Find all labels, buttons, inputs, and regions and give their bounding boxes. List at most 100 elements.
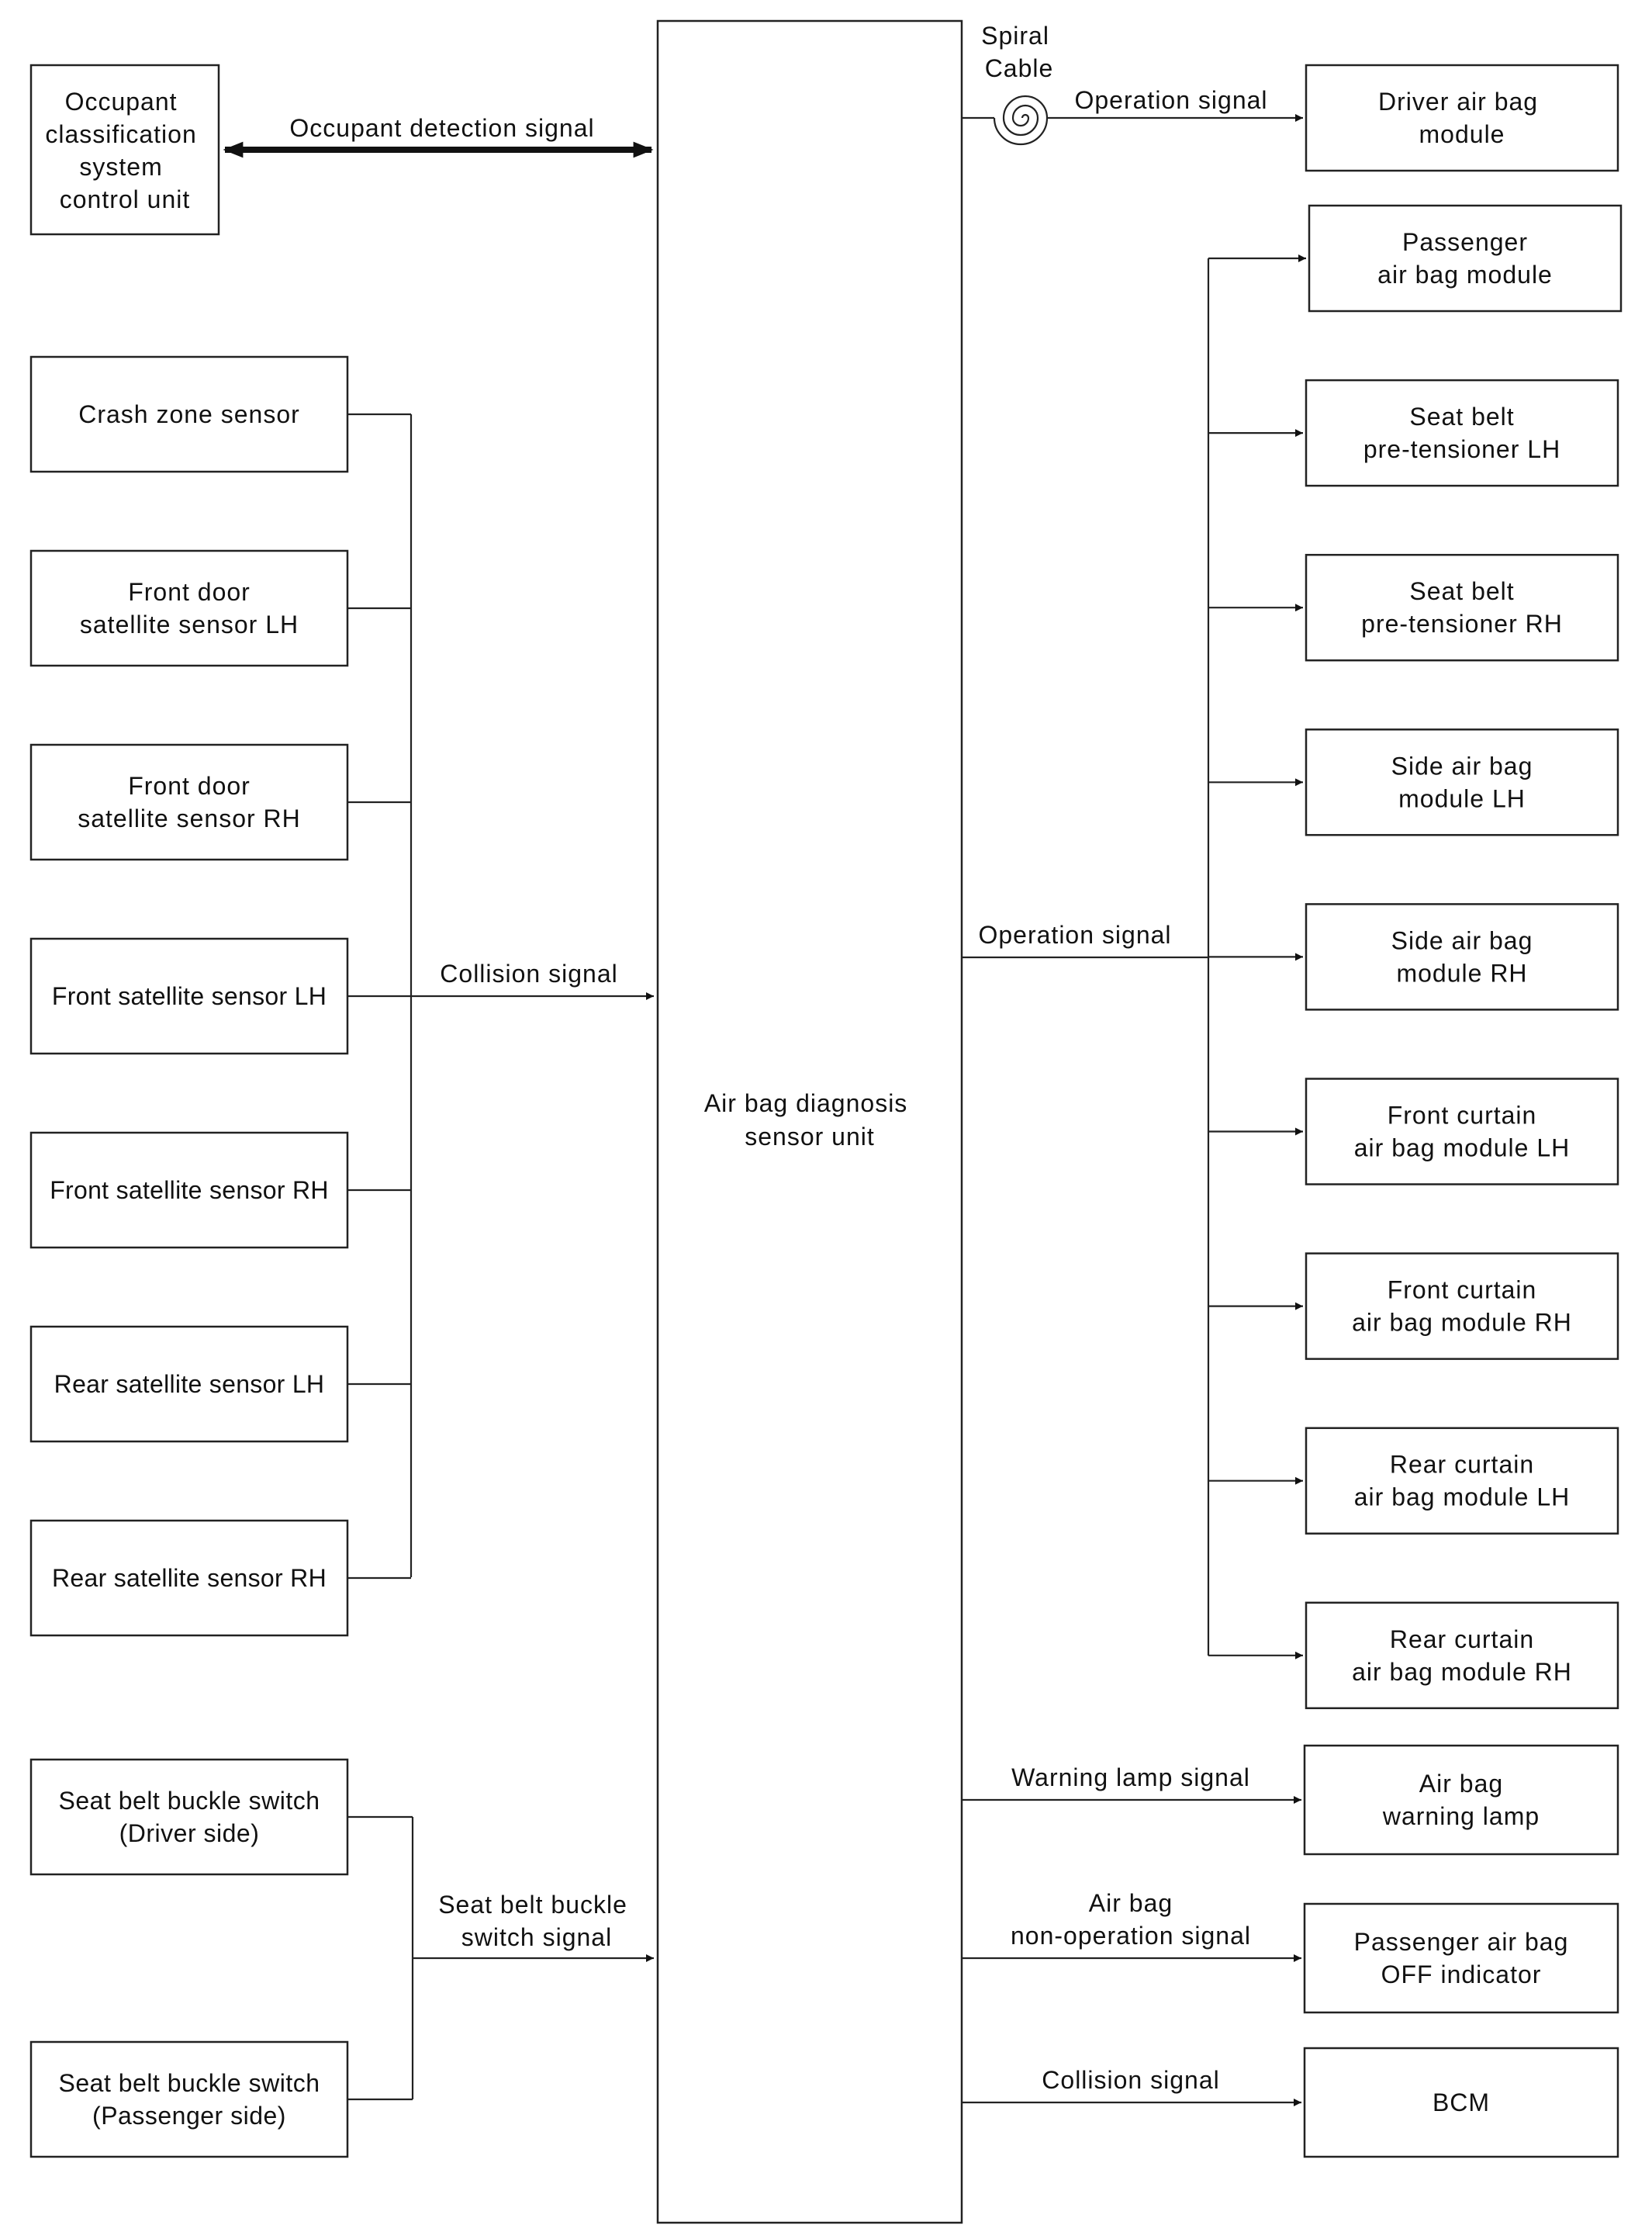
buckle-switch-signal-label: Seat belt buckle switch signal: [438, 1891, 635, 1951]
front-satellite-sensor-rh-box: [29, 1131, 349, 1249]
front-door-satellite-sensor-lh-line: satellite sensor LH: [80, 611, 299, 638]
rear-curtain-air-bag-module-rh-label: Rear curtain air bag module RH: [1352, 1625, 1572, 1686]
seat-belt-buckle-switch-driver-side-box: [29, 1758, 349, 1876]
front-door-satellite-sensor-rh-line: satellite sensor RH: [78, 805, 301, 832]
front-door-satellite-sensor-lh-label: Front door satellite sensor LH: [80, 578, 299, 638]
front-curtain-air-bag-module-rh-box: [1305, 1252, 1619, 1360]
rear-curtain-air-bag-module-rh-line: air bag module RH: [1352, 1658, 1572, 1686]
air-bag-diagnosis-sensor-unit-label: Air bag diagnosis sensor unit: [704, 1089, 915, 1151]
bcm-signal-label: Collision signal: [1042, 2066, 1219, 2094]
spiral-cable-line: Spiral: [981, 22, 1049, 50]
air-bag-warning-lamp-box: [1303, 1744, 1619, 1856]
seat-belt-buckle-switch-driver-side-label: Seat belt buckle switch (Driver side): [59, 1787, 320, 1847]
driver-module-line: module: [1419, 120, 1505, 148]
seat-belt-buckle-switch-passenger-side-label: Seat belt buckle switch(Passenger side): [59, 2069, 320, 2130]
seat-belt-buckle-switch-driver-side-line: (Driver side): [119, 1819, 260, 1847]
bcm-label: BCM: [1433, 2088, 1490, 2116]
buckle-signal-line: switch signal: [461, 1923, 612, 1951]
bcm-signal-line: Collision signal: [1042, 2066, 1219, 2094]
seat-belt-pre-tensioner-rh-line: Seat belt: [1409, 577, 1514, 605]
buckle-switch-group: Seat belt buckle switch(Driver side)Seat…: [29, 1758, 413, 2158]
occupant-classification-control-unit-box: [29, 64, 220, 236]
rear-curtain-air-bag-module-lh-box: [1305, 1427, 1619, 1535]
front-door-satellite-sensor-lh-box: [29, 549, 349, 667]
side-air-bag-module-lh-line: Side air bag: [1391, 752, 1533, 780]
air-bag-diagnosis-sensor-unit-box: [656, 19, 963, 2224]
crash-zone-sensor-line: Crash zone sensor: [78, 400, 300, 428]
crash-zone-sensor-box: [29, 355, 349, 473]
occupant-box-line: classification: [45, 120, 196, 148]
driver-module-line: Driver air bag: [1378, 88, 1538, 116]
occupant-box-line: system: [79, 153, 162, 181]
seat-belt-pre-tensioner-rh-label: Seat belt pre-tensioner RH: [1361, 577, 1563, 638]
bcm-box: [1303, 2047, 1619, 2158]
driver-air-bag-module-box: [1305, 64, 1619, 172]
passenger-air-bag-module-box: [1308, 204, 1623, 313]
front-curtain-air-bag-module-rh-line: air bag module RH: [1352, 1309, 1572, 1337]
rear-satellite-sensor-lh-label: Rear satellite sensor LH: [54, 1370, 325, 1398]
center-unit-line: sensor unit: [745, 1123, 875, 1151]
passenger-air-bag-off-indicator-line: OFF indicator: [1381, 1960, 1542, 1988]
front-curtain-air-bag-module-rh-line: Front curtain: [1388, 1276, 1537, 1304]
side-air-bag-module-rh-box: [1305, 903, 1619, 1011]
front-satellite-sensor-lh-line: Front satellite sensor LH: [52, 982, 327, 1010]
rear-satellite-sensor-lh-line: Rear satellite sensor LH: [54, 1370, 325, 1398]
passenger-air-bag-module-line: Passenger: [1402, 228, 1528, 256]
side-air-bag-module-rh-line: Side air bag: [1391, 926, 1533, 954]
spiral-cable-icon: [993, 95, 1049, 146]
occupant-classification-control-unit-label: Occupant classification system control u…: [45, 88, 204, 213]
air-bag-warning-lamp-line: warning lamp: [1382, 1802, 1540, 1830]
front-satellite-sensor-lh-box: [29, 937, 349, 1055]
front-curtain-air-bag-module-rh-label: Front curtain air bag module RH: [1352, 1276, 1572, 1337]
seat-belt-pre-tensioner-rh-line: pre-tensioner RH: [1361, 610, 1563, 638]
front-door-satellite-sensor-rh-box: [29, 743, 349, 861]
crash-zone-sensor-label: Crash zone sensor: [78, 400, 300, 428]
rear-curtain-air-bag-module-rh-box: [1305, 1601, 1619, 1710]
side-air-bag-module-rh-line: module RH: [1396, 959, 1527, 987]
bcm-line: BCM: [1433, 2088, 1490, 2116]
center-unit-line: Air bag diagnosis: [704, 1089, 907, 1117]
operation-signal-label: Operation signal: [978, 921, 1171, 949]
rear-satellite-sensor-rh-label: Rear satellite sensor RH: [52, 1564, 327, 1592]
spiral-cable-line: Cable: [985, 54, 1054, 82]
occupant-box-line: Occupant: [65, 88, 178, 116]
air-bag-warning-lamp-signal-label: Warning lamp signal: [1011, 1763, 1250, 1791]
passenger-air-bag-off-indicator-signal-line: non-operation signal: [1011, 1922, 1251, 1950]
seat-belt-buckle-switch-passenger-side-line: Seat belt buckle switch: [59, 2069, 320, 2097]
occupant-box-line: control unit: [60, 185, 191, 213]
buckle-signal-line: Seat belt buckle: [438, 1891, 627, 1919]
spiral-cable-label: Spiral Cable: [981, 22, 1057, 82]
passenger-air-bag-module-label: Passenger air bag module: [1377, 228, 1553, 289]
passenger-air-bag-module-line: air bag module: [1377, 261, 1553, 289]
front-curtain-air-bag-module-lh-label: Front curtain air bag module LH: [1354, 1102, 1570, 1162]
front-satellite-sensor-rh-label: Front satellite sensor RH: [50, 1176, 329, 1204]
front-satellite-sensor-rh-line: Front satellite sensor RH: [50, 1176, 329, 1204]
front-curtain-air-bag-module-lh-line: air bag module LH: [1354, 1134, 1570, 1162]
seat-belt-buckle-switch-driver-side-line: Seat belt buckle switch: [59, 1787, 320, 1815]
seat-belt-pre-tensioner-lh-line: pre-tensioner LH: [1363, 435, 1560, 463]
front-curtain-air-bag-module-lh-box: [1305, 1078, 1619, 1185]
rear-satellite-sensor-lh-box: [29, 1325, 349, 1443]
rear-satellite-sensor-rh-line: Rear satellite sensor RH: [52, 1564, 327, 1592]
collision-signal-label: Collision signal: [440, 960, 617, 988]
front-curtain-air-bag-module-lh-line: Front curtain: [1388, 1102, 1537, 1130]
front-satellite-sensor-lh-label: Front satellite sensor LH: [52, 982, 327, 1010]
rear-curtain-air-bag-module-rh-line: Rear curtain: [1390, 1625, 1534, 1653]
passenger-air-bag-off-indicator-box: [1303, 1902, 1619, 2014]
side-air-bag-module-rh-label: Side air bag module RH: [1391, 926, 1533, 987]
occupant-detection-signal-label: Occupant detection signal: [289, 114, 594, 142]
front-door-satellite-sensor-lh-line: Front door: [128, 578, 251, 606]
air-bag-warning-lamp-signal-line: Warning lamp signal: [1011, 1763, 1250, 1791]
